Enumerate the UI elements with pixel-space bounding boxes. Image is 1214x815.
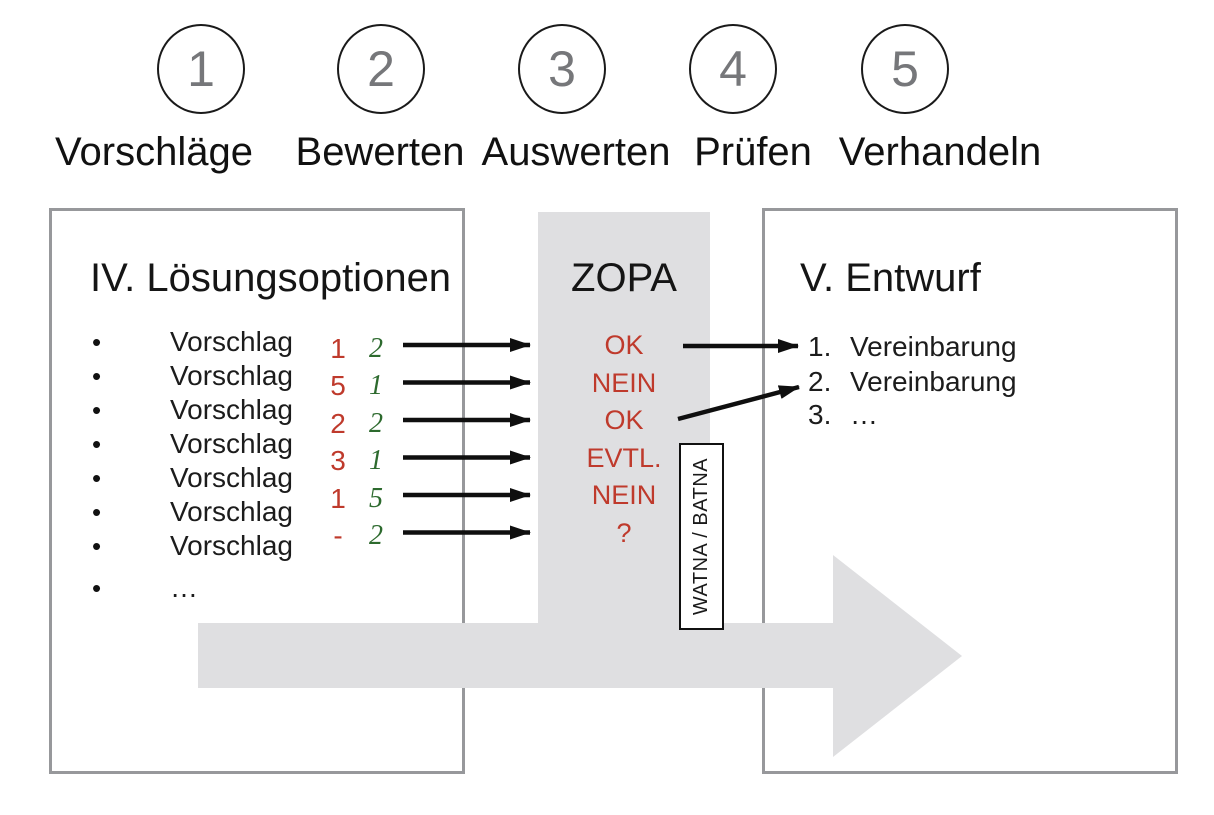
list-item: • Vorschlag: [92, 325, 342, 359]
draft-item: 1. Vereinbarung: [808, 330, 1108, 364]
step-circle-1: 1: [157, 24, 245, 114]
bullet-icon: •: [92, 497, 102, 527]
item-label: Vorschlag: [170, 326, 293, 357]
draft-title: V. Entwurf: [800, 256, 981, 300]
item-label: Vorschlag: [170, 394, 293, 425]
zopa-result: NEIN: [591, 368, 657, 398]
bullet-icon: •: [92, 463, 102, 493]
bullet-icon: •: [92, 531, 102, 561]
step-number: 2: [367, 41, 395, 97]
step-number: 1: [187, 41, 215, 97]
bullet-icon: •: [92, 395, 102, 425]
list-item: • Vorschlag: [92, 393, 342, 427]
bullet-icon: •: [92, 327, 102, 357]
step-circle-5: 5: [861, 24, 949, 114]
bullet-icon: •: [92, 573, 102, 603]
item-label: Vorschlag: [170, 530, 293, 561]
step-circle-3: 3: [518, 24, 606, 114]
solutions-title: IV. Lösungsoptionen: [90, 256, 452, 300]
zopa-result: NEIN: [591, 480, 657, 510]
list-item: • Vorschlag: [92, 359, 342, 393]
step-label-vorschlaege: Vorschläge: [55, 130, 253, 174]
green-rating: 5: [369, 483, 383, 514]
draft-item-label: …: [850, 399, 878, 430]
zopa-result: EVTL.: [586, 443, 662, 473]
step-number: 3: [548, 41, 576, 97]
list-item: • Vorschlag: [92, 529, 342, 563]
item-label: …: [170, 572, 198, 603]
draft-item-label: Vereinbarung: [850, 331, 1017, 362]
step-number: 4: [719, 41, 747, 97]
step-label-auswerten: Auswerten: [481, 130, 671, 174]
zopa-result: ?: [616, 518, 632, 548]
step-circle-4: 4: [689, 24, 777, 114]
green-rating: 2: [369, 408, 383, 439]
red-rating: 1: [330, 333, 346, 364]
list-item: •…: [92, 571, 342, 605]
list-item: • Vorschlag: [92, 427, 342, 461]
item-label: Vorschlag: [170, 428, 293, 459]
draft-item-label: Vereinbarung: [850, 366, 1017, 397]
red-rating: 1: [330, 483, 346, 514]
step-label-verhandeln: Verhandeln: [838, 130, 1042, 174]
draft-item: 2. Vereinbarung: [808, 365, 1108, 399]
step-number: 5: [891, 41, 919, 97]
draft-item-number: 2.: [808, 366, 832, 397]
zopa-result: OK: [604, 405, 644, 435]
list-item: • Vorschlag: [92, 495, 342, 529]
item-label: Vorschlag: [170, 360, 293, 391]
green-rating: 1: [369, 370, 383, 401]
green-rating: 2: [369, 520, 383, 551]
red-rating: -: [333, 520, 343, 551]
draft-item-number: 3.: [808, 399, 832, 430]
green-rating: 1: [369, 445, 383, 476]
item-label: Vorschlag: [170, 496, 293, 527]
draft-item-number: 1.: [808, 331, 832, 362]
draft-item: 3. …: [808, 398, 1108, 432]
green-rating: 2: [369, 333, 383, 364]
red-rating: 2: [330, 408, 346, 439]
step-circle-2: 2: [337, 24, 425, 114]
step-label-bewerten: Bewerten: [295, 130, 465, 174]
zopa-result: OK: [604, 330, 644, 360]
item-label: Vorschlag: [170, 462, 293, 493]
zopa-title: ZOPA: [571, 256, 677, 300]
step-label-pruefen: Prüfen: [694, 130, 812, 174]
bullet-icon: •: [92, 361, 102, 391]
red-rating: 3: [330, 445, 346, 476]
list-item: • Vorschlag: [92, 461, 342, 495]
bullet-icon: •: [92, 429, 102, 459]
red-rating: 5: [330, 370, 346, 401]
